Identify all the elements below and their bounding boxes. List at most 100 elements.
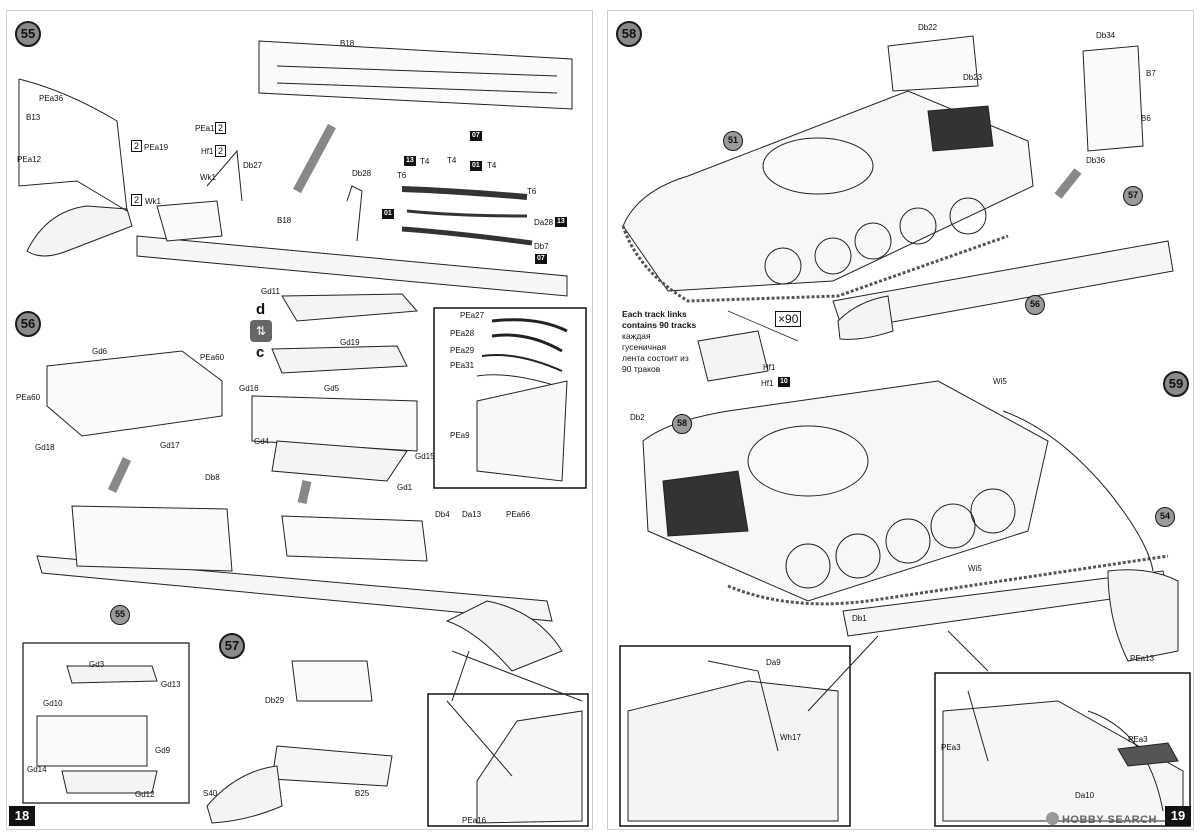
part-label: PEa60 bbox=[16, 393, 41, 402]
part-label: B18 bbox=[277, 216, 292, 225]
part-label: Db2 bbox=[630, 413, 645, 422]
instruction-page-right: 58 59 Db22 Db23 Db34 B7 B6 Db36 51 57 56… bbox=[607, 10, 1194, 830]
quantity-badge: 2 bbox=[215, 122, 227, 134]
part-label: T4 bbox=[420, 157, 430, 166]
sprue-tag: 01 bbox=[382, 209, 394, 219]
part-label: Db28 bbox=[352, 169, 372, 178]
sprue-tag: 07 bbox=[535, 254, 547, 264]
note-line: Each track links bbox=[622, 309, 687, 319]
part-label: PEa3 bbox=[1128, 735, 1148, 744]
orientation-letter: d bbox=[256, 301, 266, 318]
part-label: PEa16 bbox=[462, 816, 487, 825]
part-label: T4 bbox=[487, 161, 497, 170]
part-label: Db4 bbox=[435, 510, 450, 519]
part-label: Db36 bbox=[1086, 156, 1106, 165]
part-label: T6 bbox=[527, 187, 537, 196]
sprue-tag: 07 bbox=[470, 131, 482, 141]
part-label: S40 bbox=[203, 789, 218, 798]
part-label: PEa31 bbox=[450, 361, 475, 370]
watermark-logo-icon bbox=[1045, 812, 1059, 825]
page-18-drawings bbox=[18, 40, 589, 827]
part-label: Da13 bbox=[462, 510, 482, 519]
part-label: Db27 bbox=[243, 161, 263, 170]
rotate-icon: ⇅ bbox=[250, 320, 272, 342]
step-number-59: 59 bbox=[1163, 371, 1189, 397]
reference-step-55: 55 bbox=[110, 605, 130, 625]
part-label: Db22 bbox=[918, 23, 938, 32]
part-label: PEa28 bbox=[450, 329, 475, 338]
part-label: Db23 bbox=[963, 73, 983, 82]
watermark: HOBBY SEARCH bbox=[1045, 812, 1157, 826]
reference-step-54: 54 bbox=[1155, 507, 1175, 527]
sprue-tag: 13 bbox=[404, 156, 416, 166]
part-label: T4 bbox=[447, 156, 457, 165]
part-label: PEa12 bbox=[17, 155, 42, 164]
part-label: Db1 bbox=[852, 614, 867, 623]
part-label: Da28 bbox=[534, 218, 554, 227]
part-label: PEa60 bbox=[200, 353, 225, 362]
note-line: гусеничная bbox=[622, 342, 667, 352]
track-links-note: Each track links contains 90 tracks кажд… bbox=[622, 309, 732, 375]
sprue-tag: 13 bbox=[555, 217, 567, 227]
step-number-57: 57 bbox=[219, 633, 245, 659]
reference-step-51: 51 bbox=[723, 131, 743, 151]
part-label: T6 bbox=[397, 171, 407, 180]
part-label: B7 bbox=[1146, 69, 1156, 78]
part-label: Wk1 bbox=[145, 197, 161, 206]
part-label: Hf1 bbox=[763, 363, 776, 372]
part-label: Gd4 bbox=[254, 437, 270, 446]
step-number-58: 58 bbox=[616, 21, 642, 47]
sprue-tag: 10 bbox=[778, 377, 790, 387]
note-line: contains 90 tracks bbox=[622, 320, 697, 330]
page-19-drawings bbox=[619, 35, 1191, 827]
part-label: Gd13 bbox=[161, 680, 181, 689]
part-label: Gd5 bbox=[324, 384, 340, 393]
part-label: PEa29 bbox=[450, 346, 475, 355]
part-label: Wi5 bbox=[993, 377, 1007, 386]
part-label: Gd3 bbox=[89, 660, 105, 669]
note-line: каждая bbox=[622, 331, 651, 341]
orientation-letter: c bbox=[256, 344, 265, 361]
reference-step-57: 57 bbox=[1123, 186, 1143, 206]
track-quantity-value: 90 bbox=[785, 312, 799, 326]
part-label: PEa19 bbox=[144, 143, 169, 152]
part-label: PEa27 bbox=[460, 311, 485, 320]
step-number-56: 56 bbox=[15, 311, 41, 337]
watermark-text: HOBBY SEARCH bbox=[1061, 814, 1157, 826]
part-label: PEa13 bbox=[1130, 654, 1155, 663]
part-label: Da9 bbox=[766, 658, 781, 667]
part-label: PEa3 bbox=[941, 743, 961, 752]
part-label: Gd15 bbox=[415, 452, 435, 461]
part-label: Wi5 bbox=[968, 564, 982, 573]
part-label: B25 bbox=[355, 789, 370, 798]
part-label: Gd17 bbox=[160, 441, 180, 450]
part-label: PEa66 bbox=[506, 510, 531, 519]
quantity-badge: 2 bbox=[215, 145, 227, 157]
part-label: Gd11 bbox=[261, 287, 280, 296]
part-label: Db29 bbox=[265, 696, 285, 705]
part-label: Hf1 bbox=[201, 147, 214, 156]
part-label: Gd10 bbox=[43, 699, 63, 708]
part-label: Gd18 bbox=[35, 443, 55, 452]
part-label: Wh17 bbox=[780, 733, 801, 742]
track-quantity: ×90 bbox=[775, 311, 802, 327]
step-number-55: 55 bbox=[15, 21, 41, 47]
instruction-page-left: 55 56 57 PEa36 B13 PEa12 PEa19 2 2 PEa19… bbox=[6, 10, 593, 830]
part-label: Gd6 bbox=[92, 347, 108, 356]
part-label: PEa36 bbox=[39, 94, 64, 103]
part-label: B18 bbox=[340, 39, 355, 48]
part-label: PEa9 bbox=[450, 431, 470, 440]
part-label: Gd14 bbox=[27, 765, 47, 774]
part-label: Gd9 bbox=[155, 746, 171, 755]
quantity-badge: 2 bbox=[131, 140, 143, 152]
sprue-tag: 01 bbox=[470, 161, 482, 171]
part-label: Hf1 bbox=[761, 379, 774, 388]
part-label: Db7 bbox=[534, 242, 549, 251]
part-label: Db34 bbox=[1096, 31, 1116, 40]
part-label: Gd12 bbox=[135, 790, 155, 799]
note-line: лента состоит из bbox=[622, 353, 689, 363]
part-label: B13 bbox=[26, 113, 41, 122]
quantity-badge: 2 bbox=[131, 194, 143, 206]
part-label: Gd1 bbox=[397, 483, 413, 492]
part-label: Da10 bbox=[1075, 791, 1095, 800]
